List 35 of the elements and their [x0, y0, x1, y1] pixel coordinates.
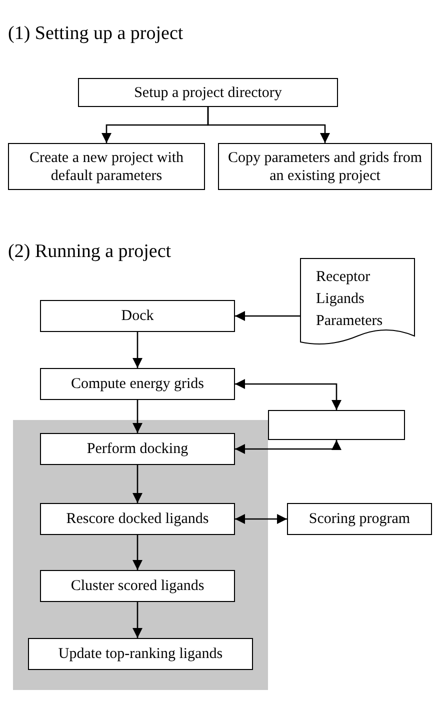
arrow — [235, 514, 287, 524]
arrow — [207, 107, 330, 143]
box-text: Perform docking — [86, 440, 188, 458]
box-text: Rescore docked ligands — [66, 510, 209, 528]
box-text: Scoring program — [308, 510, 410, 528]
arrow — [235, 311, 300, 321]
box-text: Dock — [121, 307, 154, 325]
section-heading: (2) Running a project — [8, 240, 172, 264]
document-text: Receptor Ligands Parameters — [316, 268, 384, 331]
shaded-region — [13, 420, 268, 690]
box-text: Setup a project directory — [134, 84, 282, 102]
process-box — [40, 433, 235, 465]
process-box — [40, 300, 235, 332]
box-text: Cluster scored ligands — [70, 577, 204, 595]
box-text: Compute energy grids — [70, 375, 204, 393]
process-box — [40, 368, 235, 400]
process-box — [287, 503, 432, 535]
process-box — [8, 143, 205, 190]
arrow — [132, 602, 142, 638]
process-box — [78, 78, 338, 107]
process-box — [218, 143, 432, 190]
box-text: Update top-ranking ligands — [58, 645, 223, 663]
process-box — [268, 410, 405, 440]
arrow — [132, 465, 142, 503]
arrow — [235, 440, 342, 454]
process-box — [40, 570, 235, 602]
process-box — [28, 638, 253, 670]
arrow — [132, 535, 142, 570]
box-text: Copy parameters and grids from an existing project — [226, 148, 424, 184]
box-text: Create a new project with default parameters — [28, 148, 185, 184]
arrow — [132, 332, 142, 368]
process-box — [40, 503, 235, 535]
arrow — [235, 379, 342, 410]
section-heading: (1) Setting up a project — [8, 22, 184, 46]
arrow — [132, 400, 142, 433]
